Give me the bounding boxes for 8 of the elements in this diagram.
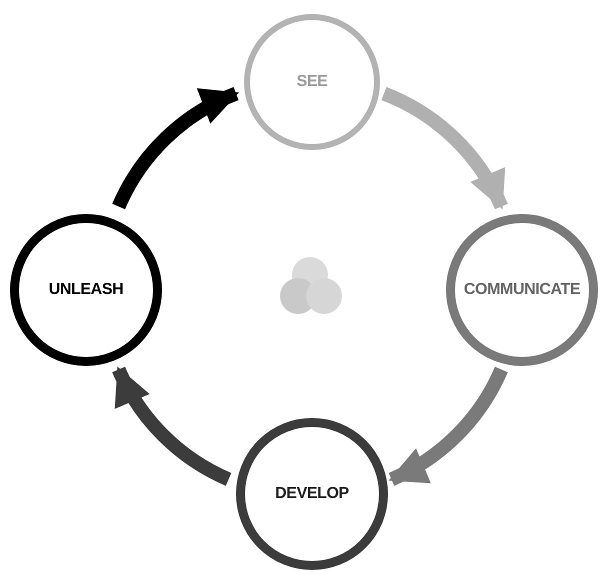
arrow [112,87,239,210]
arrow [112,366,232,486]
stage-label: SEE [296,72,328,92]
stage-label: DEVELOP [275,484,349,504]
stage-label: UNLEASH [48,280,124,300]
stage-label: COMMUNICATE [464,280,580,300]
arrow [381,87,508,210]
arrow [388,366,508,486]
